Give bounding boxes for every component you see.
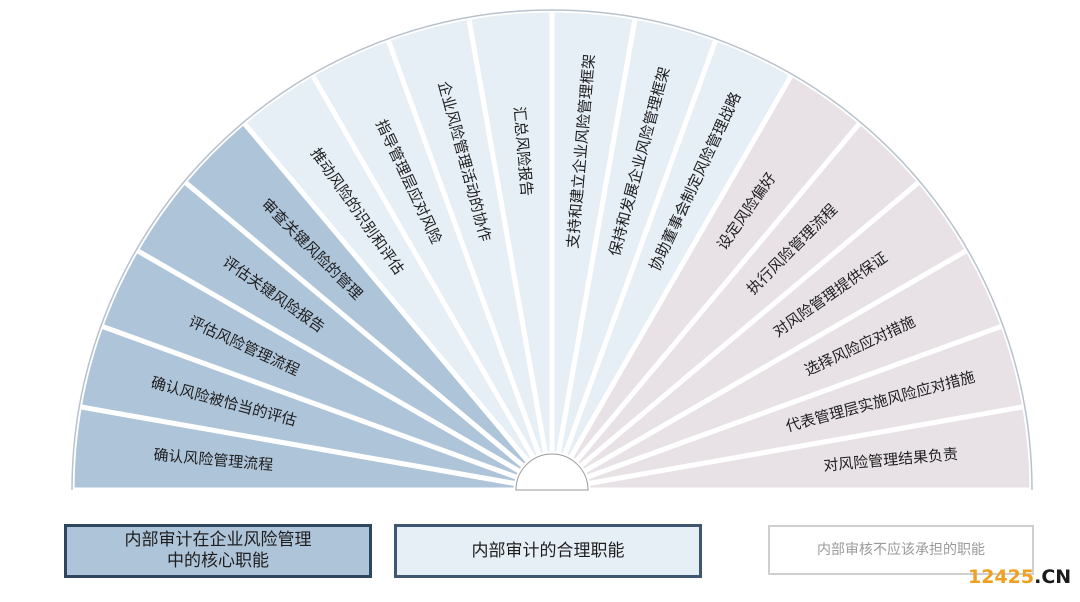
role-fan-diagram: 确认风险管理流程确认风险被恰当的评估评估风险管理流程评估关键风险报告审查关键风险… (69, 7, 1035, 493)
site-watermark: 12425.CN (968, 566, 1071, 588)
fan-center-hub (515, 453, 589, 491)
legend-core-functions: 内部审计在企业风险管理 中的核心职能 (64, 524, 372, 578)
watermark-digits: 12425 (968, 566, 1035, 588)
legend-not-allowed-functions: 内部审核不应该承担的职能 (768, 525, 1034, 575)
fan-outline (71, 9, 1033, 491)
legend-reasonable-functions: 内部审计的合理职能 (394, 524, 702, 578)
watermark-suffix: .CN (1034, 566, 1072, 588)
fan-segments (69, 7, 1035, 493)
